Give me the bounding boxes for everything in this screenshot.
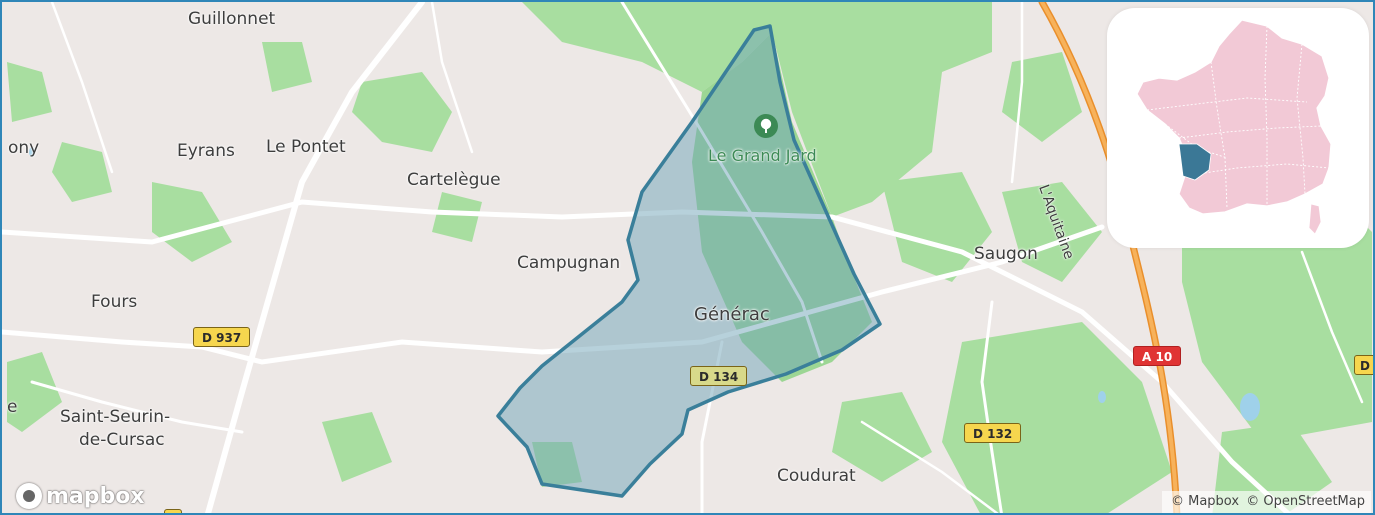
place-label-eyrans: Eyrans <box>177 141 235 161</box>
place-label-generac: Générac <box>694 304 770 325</box>
tree-icon <box>760 118 772 133</box>
water-areas <box>29 147 1260 421</box>
overview-inset[interactable] <box>1107 8 1369 248</box>
commune-boundary-generac[interactable] <box>496 24 882 498</box>
place-label-cartelegue: Cartelègue <box>407 170 501 190</box>
road-shield-cut <box>164 509 182 513</box>
place-label-edge: e <box>7 397 18 417</box>
map-attribution: © Mapbox © OpenStreetMap <box>1161 491 1371 513</box>
place-label-saint-seurin: Saint-Seurin- <box>60 407 171 427</box>
place-label-campugnan: Campugnan <box>517 253 621 273</box>
france-map-icon <box>1136 19 1332 235</box>
place-label-saugon: Saugon <box>974 244 1038 264</box>
road-shield-d134: D 134 <box>690 366 748 386</box>
place-label-le-pontet: Le Pontet <box>266 137 346 157</box>
road-shield-d937: D 937 <box>193 327 251 347</box>
highlight-region-gironde <box>1178 143 1212 181</box>
mapbox-logo[interactable]: mapbox <box>16 482 145 510</box>
mapbox-logo-text: mapbox <box>46 483 145 509</box>
poi-label-le-grand-jard: Le Grand Jard <box>708 146 817 165</box>
road-shield-a10: A 10 <box>1133 346 1182 366</box>
road-shield-d132: D 132 <box>964 423 1022 443</box>
mapbox-logo-icon <box>16 483 42 509</box>
attribution-mapbox-link[interactable]: © Mapbox <box>1170 494 1240 509</box>
road-shield-d-edge: D <box>1354 355 1373 375</box>
place-label-ony: ony <box>8 138 40 158</box>
attribution-osm-link[interactable]: © OpenStreetMap <box>1246 494 1365 509</box>
place-label-coudurat: Coudurat <box>777 466 856 486</box>
place-label-guillonnet: Guillonnet <box>188 9 276 29</box>
poi-marker-le-grand-jard[interactable] <box>754 114 778 138</box>
place-label-fours: Fours <box>91 292 138 312</box>
place-label-de-cursac: de-Cursac <box>79 430 165 450</box>
